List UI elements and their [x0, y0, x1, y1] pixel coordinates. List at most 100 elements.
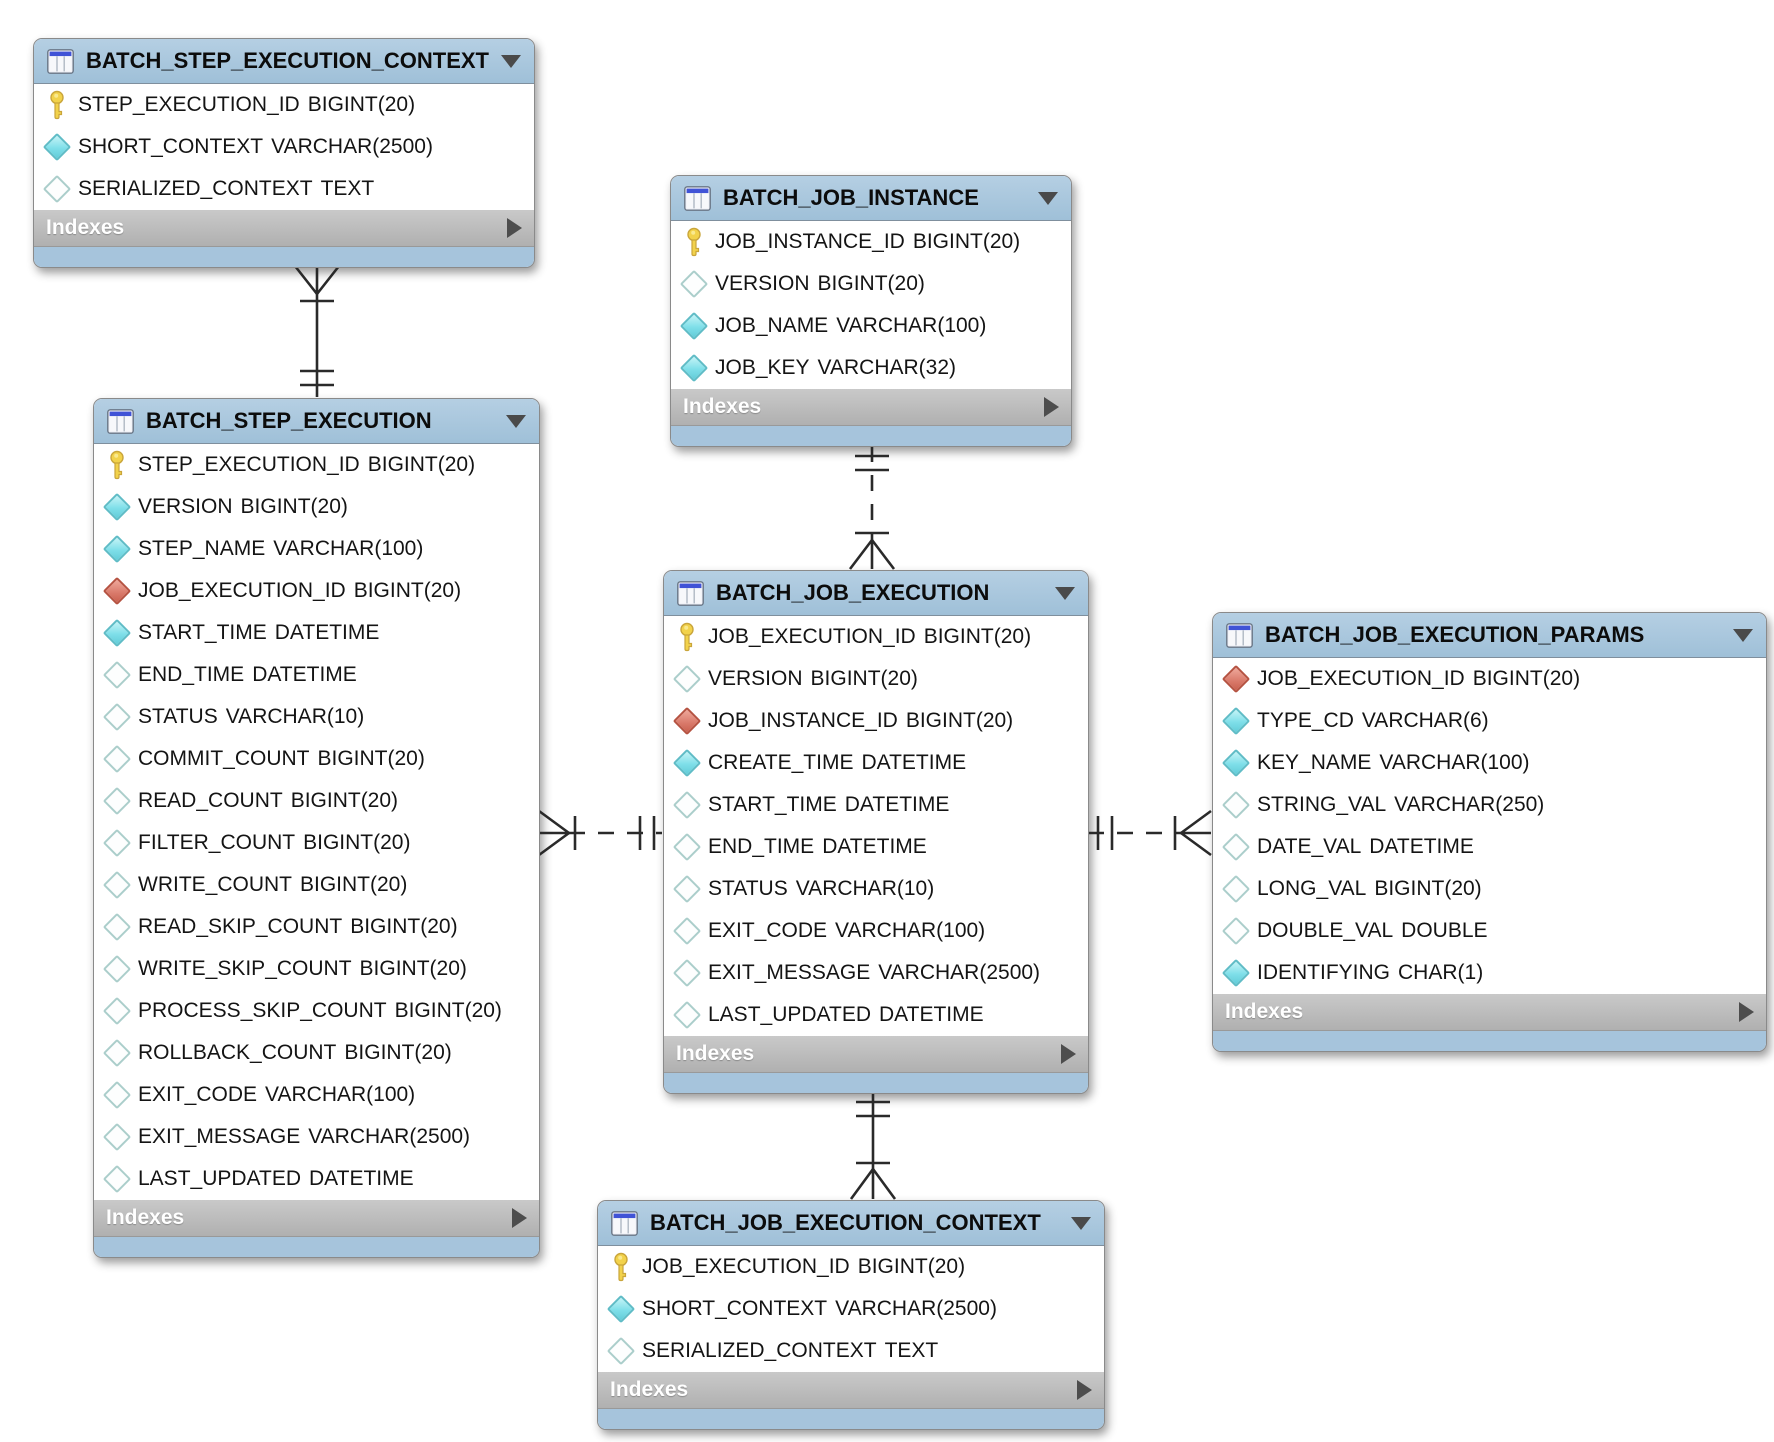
column-notnull-icon — [1221, 746, 1250, 780]
column-name: VERSION — [138, 495, 233, 518]
column-type: DATETIME — [252, 663, 357, 686]
expand-arrow-icon[interactable] — [1061, 1044, 1076, 1064]
column-name: EXIT_MESSAGE — [708, 961, 871, 984]
table-header[interactable]: BATCH_JOB_INSTANCE — [671, 176, 1071, 221]
relationship-step-execution-to-job-execution[interactable] — [538, 809, 662, 857]
foreign-key-icon — [102, 574, 131, 608]
indexes-bar[interactable]: Indexes — [1213, 994, 1766, 1031]
relationship-job-instance-to-job-execution[interactable] — [848, 446, 896, 570]
column-type: DATETIME — [844, 793, 950, 816]
table-header[interactable]: BATCH_JOB_EXECUTION_PARAMS — [1213, 613, 1766, 658]
column-nullable-icon — [1221, 788, 1250, 822]
expand-arrow-icon[interactable] — [512, 1208, 527, 1228]
column-type: BIGINT(20) — [300, 873, 408, 896]
double-bar-marker — [856, 1100, 890, 1118]
table-batch-job-execution-context[interactable]: BATCH_JOB_EXECUTION_CONTEXT JOB_EXECUTIO… — [597, 1200, 1105, 1430]
table-icon — [1226, 618, 1253, 652]
relationship-job-execution-to-job-context[interactable] — [849, 1092, 897, 1200]
collapse-arrow-icon[interactable] — [1733, 628, 1753, 642]
table-header[interactable]: BATCH_STEP_EXECUTION — [94, 399, 539, 444]
double-bar-marker — [1096, 816, 1114, 850]
indexes-bar[interactable]: Indexes — [94, 1200, 539, 1237]
indexes-bar[interactable]: Indexes — [34, 210, 534, 247]
relationship-job-execution-to-params[interactable] — [1088, 809, 1212, 857]
table-batch-step-execution-context[interactable]: BATCH_STEP_EXECUTION_CONTEXT STEP_EXECUT… — [33, 38, 535, 268]
relationship-step-context-to-step-execution[interactable] — [293, 265, 341, 397]
column-type: BIGINT(20) — [905, 709, 1014, 732]
collapse-arrow-icon[interactable] — [1071, 1216, 1091, 1230]
table-header[interactable]: BATCH_JOB_EXECUTION_CONTEXT — [598, 1201, 1104, 1246]
collapse-arrow-icon[interactable] — [1038, 191, 1058, 205]
expand-arrow-icon[interactable] — [1739, 1002, 1754, 1022]
column-name: STEP_NAME — [138, 537, 266, 560]
expand-arrow-icon[interactable] — [507, 218, 522, 238]
table-header[interactable]: BATCH_JOB_EXECUTION — [664, 571, 1088, 616]
primary-key-icon — [680, 225, 707, 259]
collapse-arrow-icon[interactable] — [506, 414, 526, 428]
table-bottom-strip — [1213, 1031, 1766, 1051]
collapse-arrow-icon[interactable] — [501, 54, 521, 68]
column-type: VARCHAR(2500) — [308, 1125, 471, 1148]
indexes-bar[interactable]: Indexes — [664, 1036, 1088, 1073]
collapse-arrow-icon[interactable] — [1055, 586, 1075, 600]
expand-arrow-icon[interactable] — [1077, 1380, 1092, 1400]
indexes-bar[interactable]: Indexes — [598, 1372, 1104, 1409]
column-name: STEP_EXECUTION_ID — [138, 453, 360, 476]
table-icon — [107, 404, 134, 438]
column-nullable-icon — [102, 994, 131, 1028]
expand-arrow-icon[interactable] — [1044, 397, 1059, 417]
indexes-bar[interactable]: Indexes — [671, 389, 1071, 426]
table-batch-job-execution-params[interactable]: BATCH_JOB_EXECUTION_PARAMS JOB_EXECUTION… — [1212, 612, 1767, 1052]
table-header[interactable]: BATCH_STEP_EXECUTION_CONTEXT — [34, 39, 534, 84]
